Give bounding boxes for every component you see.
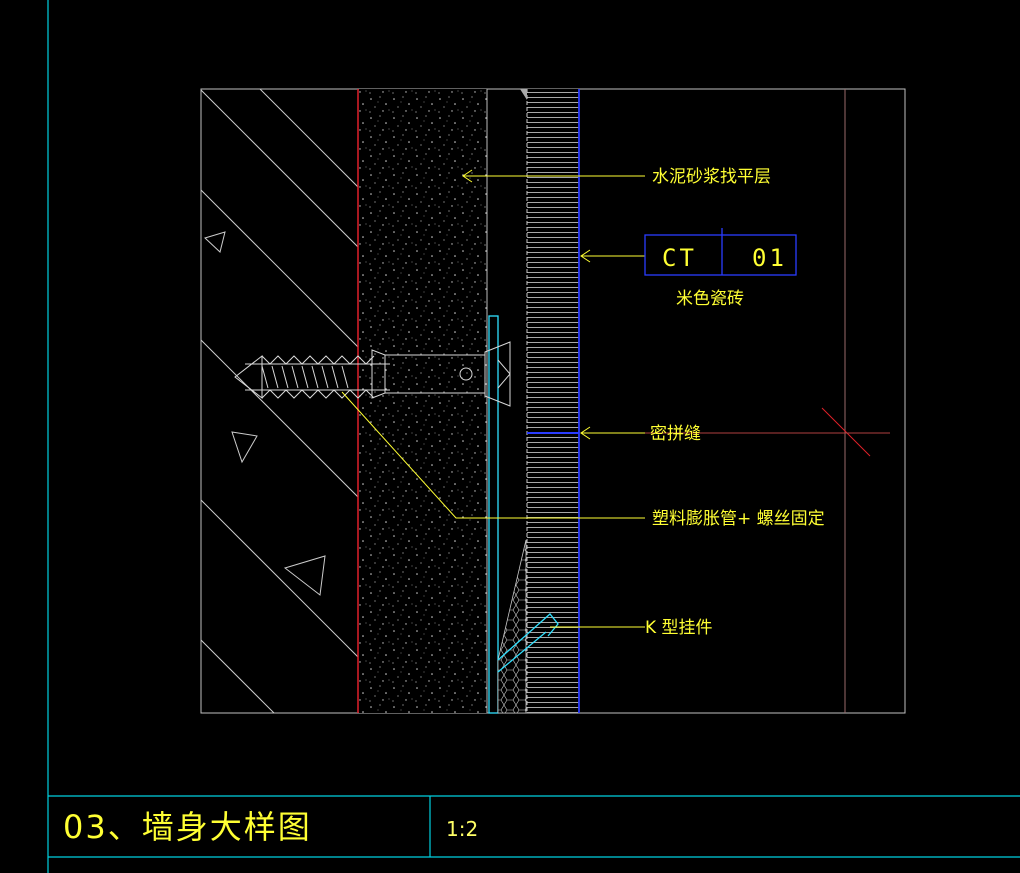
material-tag (644, 228, 797, 276)
leader-lines (341, 169, 645, 628)
insulation-layer (359, 89, 487, 713)
label-mortar-layer: 水泥砂浆找平层 (652, 167, 771, 187)
anchor-screw (234, 341, 511, 407)
break-line (821, 407, 871, 457)
tag-code: CT (662, 244, 697, 272)
tile-layer (527, 89, 579, 713)
tag-number: 01 (752, 244, 787, 272)
label-joint: 密拼缝 (650, 424, 701, 444)
label-tile-note: 米色瓷砖 (676, 289, 744, 309)
k-hanger-plate (488, 315, 499, 714)
drawing-title: 03、墙身大样图 (63, 808, 312, 846)
k-hanger-clip (497, 613, 559, 673)
sheet-frame (47, 0, 1020, 873)
drawing-scale: 1:2 (446, 817, 478, 841)
concrete-wall (201, 89, 358, 713)
adhesive-fill (497, 539, 527, 714)
label-anchor: 塑料膨胀管+ 螺丝固定 (652, 509, 825, 529)
label-k-hanger: K 型挂件 (645, 618, 713, 638)
